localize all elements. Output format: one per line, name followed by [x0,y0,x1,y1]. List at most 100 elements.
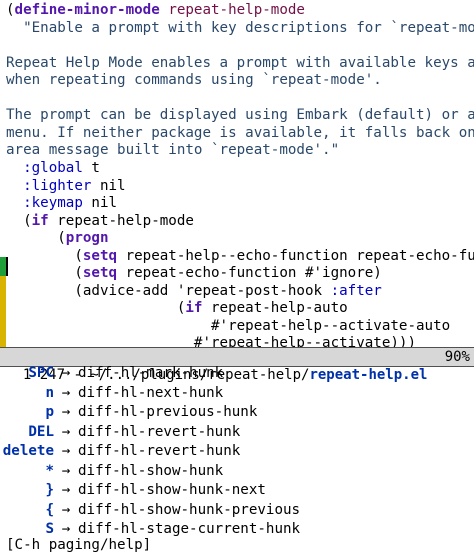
code-token: progn [65,230,109,247]
command-name: diff-hl-next-hunk [78,384,224,401]
key-binding-row[interactable]: n → diff-hl-next-hunk [0,384,474,404]
arrow-right-icon: → [61,443,71,459]
code-token: ( [6,300,186,317]
code-token: setq [82,247,118,264]
code-token: if [31,212,49,229]
arrow-right-icon: → [61,365,71,381]
key-label: p [45,404,54,420]
code-token: area message built into `repeat-mode'." [6,142,340,159]
key-label: delete [2,443,54,459]
key-binding-row[interactable]: SPC → diff-hl-mark-hunk [0,364,474,384]
code-token: (advice-add 'repeat-post-hook [6,282,331,299]
code-token [6,178,23,194]
key-binding-row[interactable]: DEL → diff-hl-revert-hunk [0,423,474,443]
code-token: define-minor-mode [14,2,160,18]
key-label: { [45,501,54,518]
code-token: when repeating commands using `repeat-mo… [6,72,382,89]
code-token: :lighter [23,177,92,194]
arrow-right-icon: → [61,521,71,537]
code-line: #'repeat-help--activate))) [0,334,474,347]
code-line: (progn [0,229,474,248]
code-line: area message built into `repeat-mode'." [0,141,474,160]
arrow-right-icon: → [61,404,71,420]
key-binding-row[interactable]: delete → diff-hl-revert-hunk [0,442,474,462]
code-line: (setq repeat-echo-function #'ignore) [0,264,474,283]
code-token: t [82,159,100,176]
code-token: setq [82,265,118,282]
code-token [6,195,23,211]
key-label: S [45,521,54,537]
code-line: (define-minor-mode repeat-help-mode [0,1,474,20]
code-line: :keymap nil [0,194,474,213]
key-binding-row[interactable]: { → diff-hl-show-hunk-previous [0,501,474,521]
arrow-right-icon: → [61,384,71,401]
code-token: if [185,300,203,317]
key-binding-row[interactable]: S → diff-hl-stage-current-hunk [0,520,474,540]
code-token [6,160,23,176]
code-token: repeat-help--echo-function repeat-echo-f… [117,247,474,264]
code-line: "Enable a prompt with key descriptions f… [0,19,474,38]
fringe-change-marker-yellow-1 [0,276,6,352]
command-name: diff-hl-previous-hunk [78,404,258,420]
code-token: nil [82,195,118,212]
code-line: (setq repeat-help--echo-function repeat-… [0,247,474,266]
key-label: n [45,384,54,401]
code-line: The prompt can be displayed using Embark… [0,106,474,125]
code-token: :keymap [23,195,83,212]
code-line: :lighter nil [0,177,474,196]
command-name: diff-hl-show-hunk-next [78,482,266,498]
modeline-path: 1 247 - ~/.../plugins/repeat-help/ [22,367,310,383]
fringe-cursor-marker [4,257,8,276]
code-token: menu. If neither package is available, i… [6,124,474,141]
code-token: ( [6,2,15,18]
code-token: ( [6,212,32,229]
code-buffer[interactable]: (define-minor-mode repeat-help-mode "Ena… [0,0,474,347]
code-line: menu. If neither package is available, i… [0,124,474,143]
modeline-filename[interactable]: repeat-help.el [309,367,428,383]
mode-line: 1 247 - ~/.../plugins/repeat-help/repeat… [0,347,474,383]
code-line: Repeat Help Mode enables a prompt with a… [0,54,474,73]
code-line: (if repeat-help-mode [0,212,474,231]
code-token: repeat-help-mode [48,212,194,229]
modeline-percent: 90% [444,349,470,365]
arrow-right-icon: → [61,423,71,440]
key-label: DEL [28,423,54,440]
code-token: repeat-help-auto [202,300,348,317]
code-line: :global t [0,159,474,178]
code-line: when repeating commands using `repeat-mo… [0,71,474,90]
command-name: diff-hl-show-hunk [78,462,224,479]
key-binding-row[interactable]: * → diff-hl-show-hunk [0,462,474,482]
arrow-right-icon: → [61,482,71,498]
code-token: ( [6,230,66,247]
echo-area-hint: [C-h paging/help] [6,537,152,553]
key-binding-row[interactable]: } → diff-hl-show-hunk-next [0,481,474,501]
command-name: diff-hl-revert-hunk [78,423,241,440]
code-line [0,36,474,55]
code-token: :global [23,159,83,176]
code-token: ( [6,265,83,282]
command-name: diff-hl-stage-current-hunk [78,521,301,537]
arrow-right-icon: → [61,462,71,479]
code-token: repeat-echo-function #'ignore) [117,265,382,282]
code-token: nil [91,177,126,194]
code-token: "Enable a prompt with key descriptions f… [6,19,474,36]
code-line [0,89,474,108]
arrow-right-icon: → [61,501,71,518]
command-name: diff-hl-mark-hunk [78,365,224,381]
code-token: The prompt can be displayed using Embark… [6,107,474,124]
code-token: Repeat Help Mode enables a prompt with a… [6,54,474,71]
command-name: diff-hl-revert-hunk [78,443,241,459]
fringe-change-marker-green [0,257,6,276]
code-token: #'repeat-help--activate-auto [6,317,451,334]
key-label: * [45,462,54,479]
code-line: #'repeat-help--activate-auto [0,317,474,336]
code-token: ( [6,247,83,264]
code-token: repeat-help-mode [168,2,305,18]
key-label: SPC [28,365,54,381]
command-name: diff-hl-show-hunk-previous [78,501,301,518]
key-binding-row[interactable]: p → diff-hl-previous-hunk [0,403,474,423]
code-line: (if repeat-help-auto [0,299,474,318]
key-label: } [45,482,54,498]
code-line: (advice-add 'repeat-post-hook :after [0,282,474,301]
code-token: #'repeat-help--activate))) [6,335,416,347]
